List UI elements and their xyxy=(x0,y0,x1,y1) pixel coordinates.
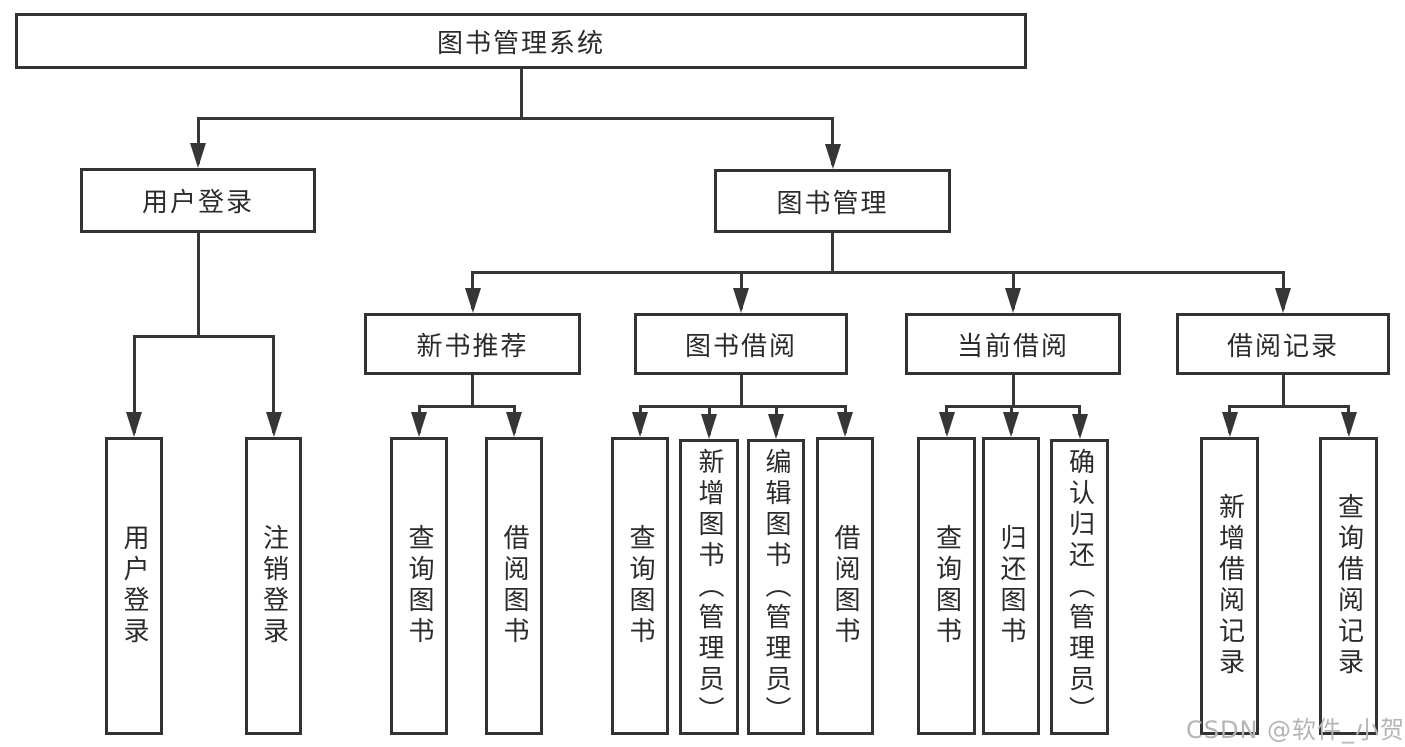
arrowhead-icon xyxy=(126,412,142,437)
node-borrow-books-1: 借阅图书 xyxy=(485,437,543,735)
node-label-login-menu: 用户登录 xyxy=(141,188,254,218)
node-label-query-books-2: 查询图书 xyxy=(625,524,655,648)
node-new-book-recommend: 新书推荐 xyxy=(364,313,581,375)
node-label-borrow-books-2: 借阅图书 xyxy=(830,524,860,648)
node-query-books-3: 查询图书 xyxy=(917,437,976,735)
connector-line xyxy=(196,116,834,120)
node-current-borrowing: 当前借阅 xyxy=(905,313,1121,375)
connector-line xyxy=(739,375,743,406)
arrowhead-icon xyxy=(632,412,648,437)
node-label-current-borrowing: 当前借阅 xyxy=(956,331,1069,362)
connector-line xyxy=(196,233,200,336)
connector-line xyxy=(196,118,200,164)
node-query-books-1: 查询图书 xyxy=(390,437,448,735)
arrowhead-icon xyxy=(265,412,282,437)
node-label-root: 图书管理系统 xyxy=(436,28,605,59)
node-user-login: 用户登录 xyxy=(105,437,163,735)
node-return-books: 归还图书 xyxy=(982,437,1040,735)
connector-line xyxy=(132,336,136,433)
connector-line xyxy=(638,404,847,408)
arrowhead-icon xyxy=(938,412,955,437)
connector-line xyxy=(471,375,474,406)
arrowhead-icon xyxy=(190,143,206,168)
connector-line xyxy=(519,69,523,118)
arrowhead-icon xyxy=(768,414,784,439)
node-logout: 注销登录 xyxy=(245,437,302,735)
node-edit-books-admin: 编辑图书（管理员） xyxy=(747,439,805,735)
arrowhead-icon xyxy=(733,288,749,313)
node-root: 图书管理系统 xyxy=(15,13,1027,69)
node-confirm-return-admin: 确认归还（管理员） xyxy=(1050,439,1109,735)
node-add-books-admin: 新增图书（管理员） xyxy=(679,439,739,735)
node-label-return-books: 归还图书 xyxy=(996,524,1026,648)
node-label-new-book-recommend: 新书推荐 xyxy=(416,331,529,362)
node-label-query-books-1: 查询图书 xyxy=(404,524,434,648)
node-add-borrow-record: 新增借阅记录 xyxy=(1200,437,1259,735)
connector-line xyxy=(831,233,834,272)
connector-line xyxy=(1228,404,1350,408)
arrowhead-icon xyxy=(1003,412,1019,437)
node-label-book-management: 图书管理 xyxy=(776,188,889,219)
csdn-watermark: CSDN @软件_小贺同学 xyxy=(1186,716,1405,744)
node-label-book-borrowing: 图书借阅 xyxy=(684,331,797,362)
node-query-books-2: 查询图书 xyxy=(611,437,669,735)
arrowhead-icon xyxy=(837,412,853,437)
node-book-management: 图书管理 xyxy=(714,169,951,233)
node-label-add-borrow-record: 新增借阅记录 xyxy=(1214,493,1245,679)
node-label-confirm-return-admin: 确认归还（管理员） xyxy=(1064,447,1095,727)
arrowhead-icon xyxy=(824,144,841,169)
connector-line xyxy=(1281,375,1285,406)
connector-line xyxy=(945,404,1081,408)
node-label-edit-books-admin: 编辑图书（管理员） xyxy=(761,447,791,727)
arrowhead-icon xyxy=(1005,288,1021,313)
node-label-borrow-records: 借阅记录 xyxy=(1226,331,1339,362)
node-query-borrow-record: 查询借阅记录 xyxy=(1319,437,1378,735)
connector-line xyxy=(417,404,516,408)
arrowhead-icon xyxy=(1071,414,1088,439)
arrowhead-icon xyxy=(1275,288,1291,313)
arrowhead-icon xyxy=(1340,412,1357,437)
arrowhead-icon xyxy=(411,412,427,437)
connector-line xyxy=(471,270,1285,274)
node-label-query-books-3: 查询图书 xyxy=(931,524,962,648)
arrowhead-icon xyxy=(1221,412,1238,437)
node-login-menu: 用户登录 xyxy=(80,168,316,233)
node-borrow-records: 借阅记录 xyxy=(1176,313,1390,375)
node-label-user-login: 用户登录 xyxy=(119,524,149,648)
connector-line xyxy=(132,334,275,338)
connector-line xyxy=(831,118,834,165)
arrowhead-icon xyxy=(701,414,717,439)
connector-line xyxy=(272,336,275,433)
node-label-logout: 注销登录 xyxy=(258,524,289,648)
connector-line xyxy=(1011,375,1015,406)
arrowhead-icon xyxy=(506,412,522,437)
node-label-add-books-admin: 新增图书（管理员） xyxy=(694,447,724,727)
node-borrow-books-2: 借阅图书 xyxy=(816,437,874,735)
node-label-borrow-books-1: 借阅图书 xyxy=(499,524,529,648)
arrowhead-icon xyxy=(464,288,481,313)
node-book-borrowing: 图书借阅 xyxy=(634,313,848,375)
node-label-query-borrow-record: 查询借阅记录 xyxy=(1333,493,1364,679)
